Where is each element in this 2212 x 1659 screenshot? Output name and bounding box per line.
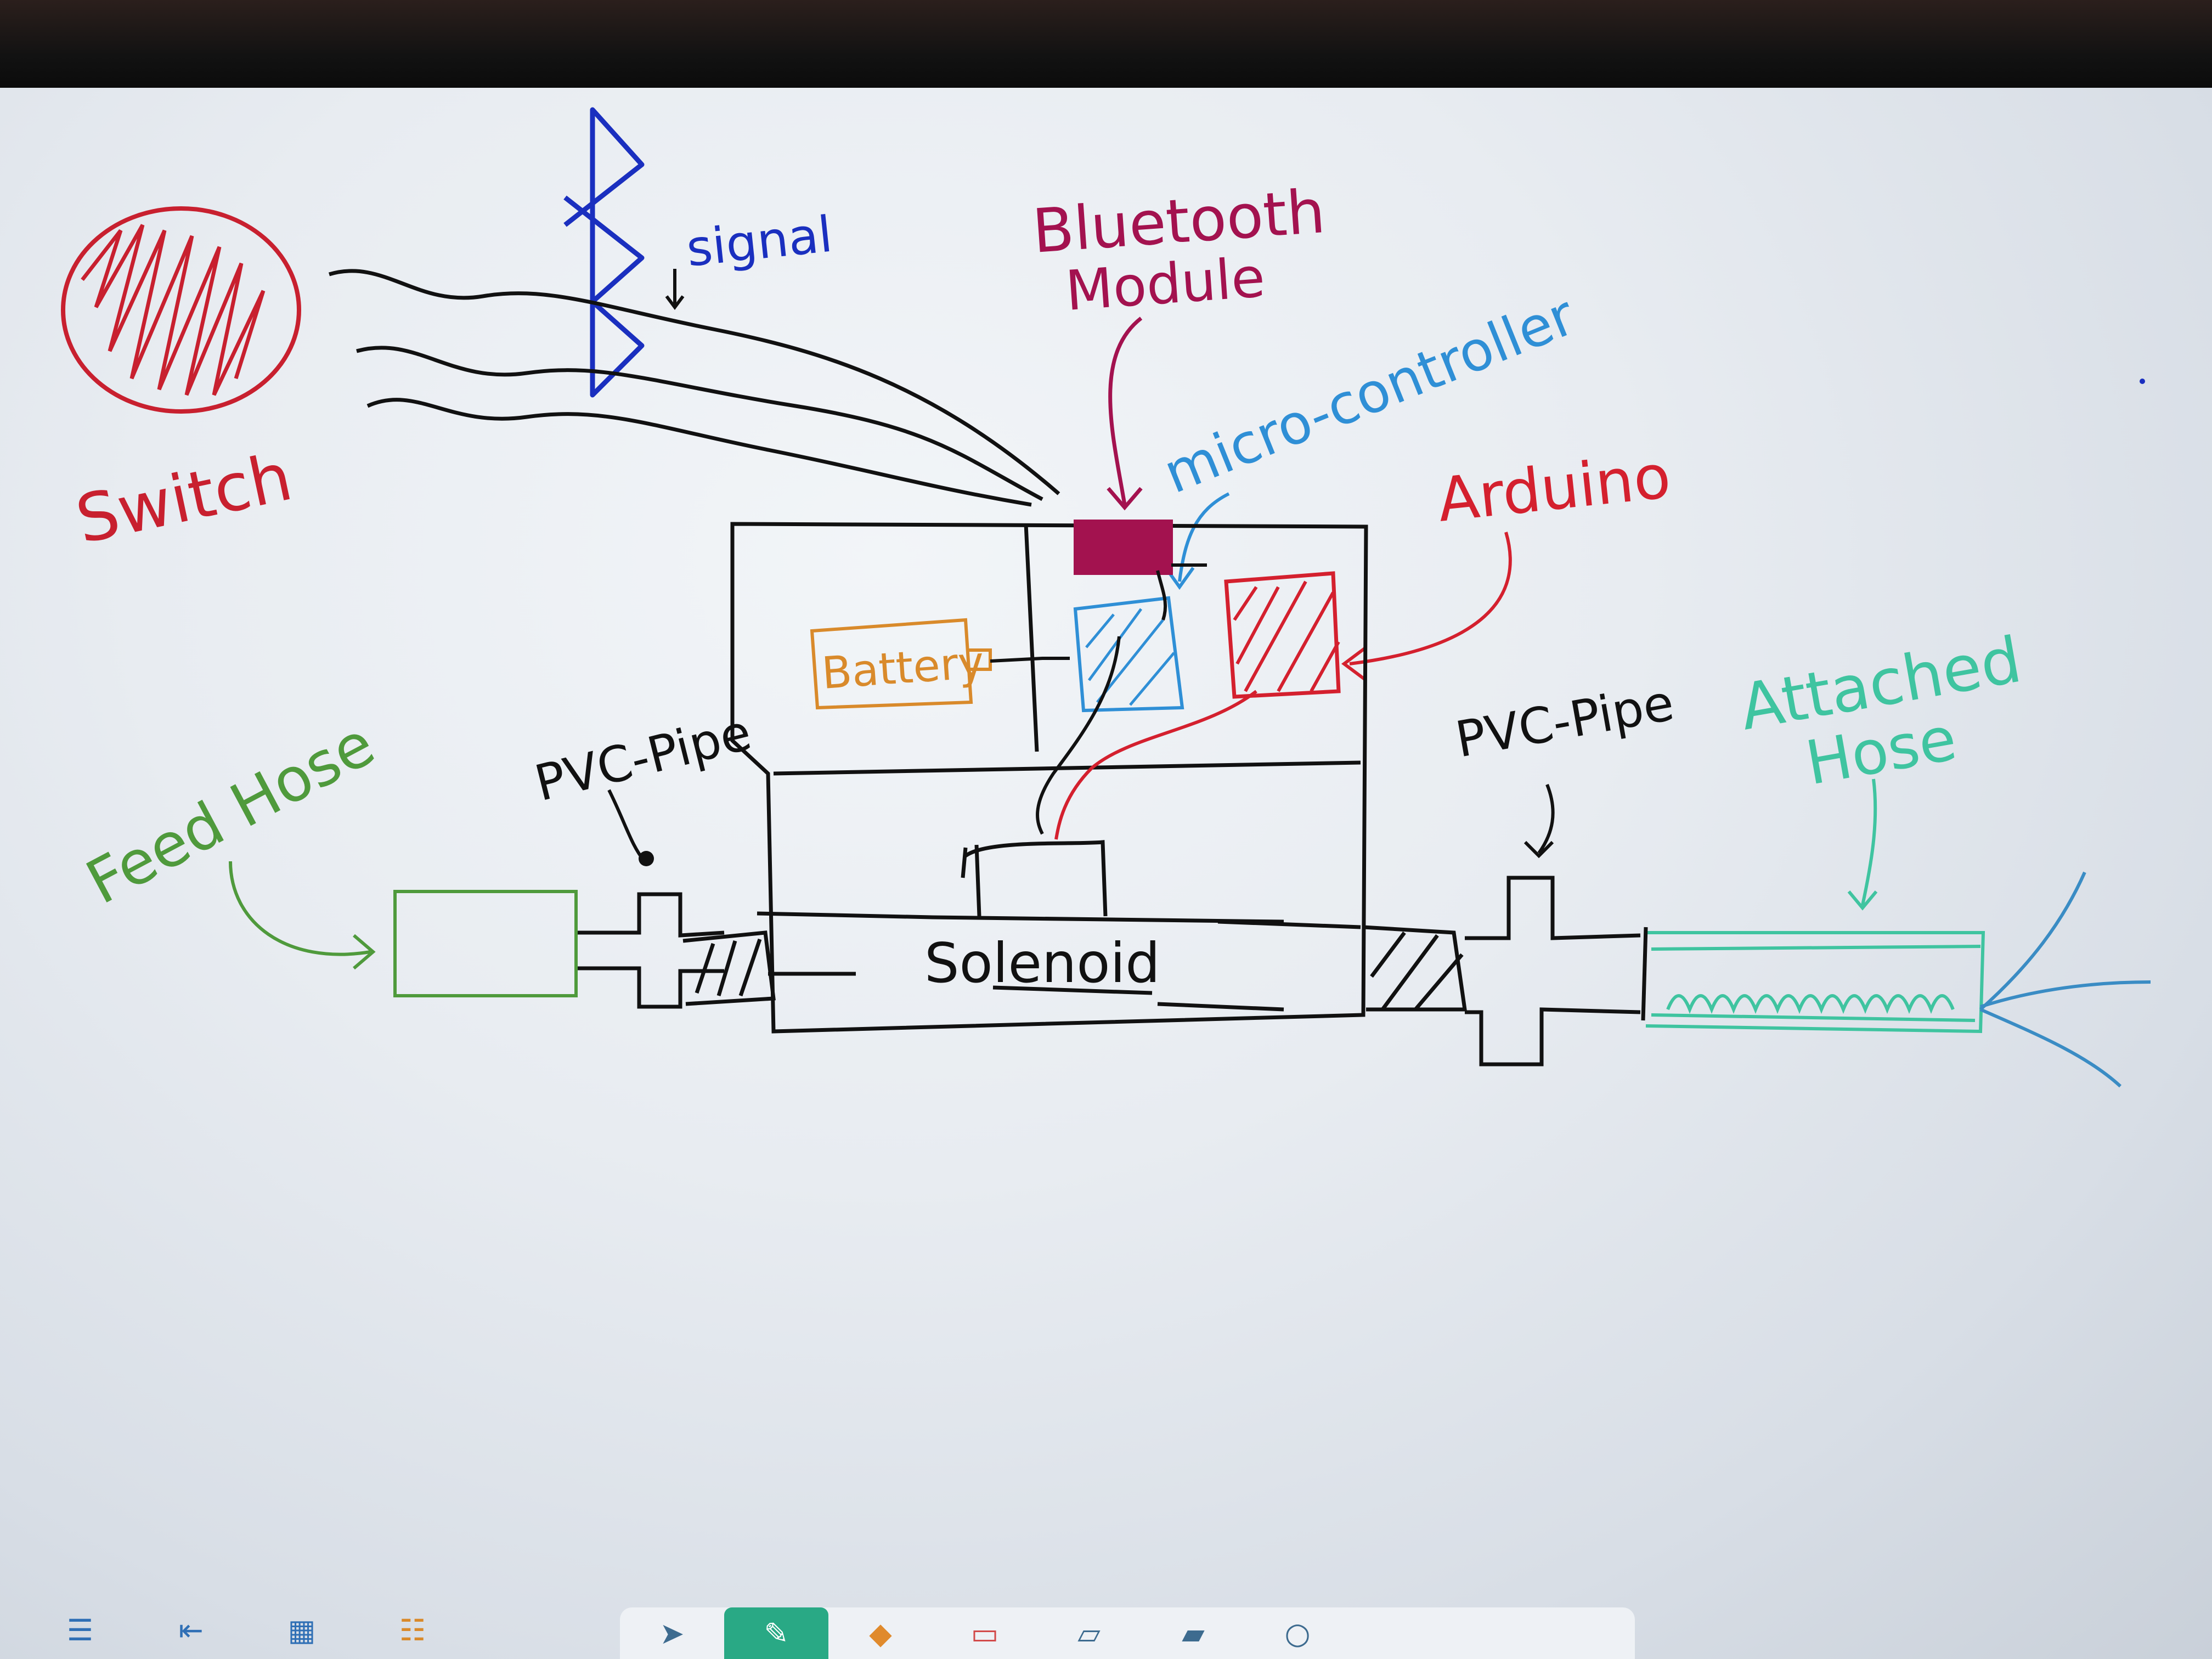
battery-label: Battery [820,637,986,699]
solenoid-label: Solenoid [924,931,1160,995]
qr-code-icon[interactable]: ▦ [287,1613,316,1647]
solenoid-block [961,840,1108,917]
sticky-tool[interactable]: ▰ [1182,1616,1205,1651]
feed-hose-arrow [229,861,376,970]
enclosure-box [730,522,1368,1034]
arduino-block [1224,571,1341,699]
arduino-label: Arduino [1434,441,1674,535]
pvc-pipe-left-label: PVC-Pipe [529,703,757,812]
water-spray [1979,871,2151,1088]
pvc-pipe-right-label: PVC-Pipe [1452,674,1678,769]
signal-label: signal [684,206,835,278]
right-pvc-connector [1363,876,1641,1066]
switch-label: Switch [70,439,298,558]
select-tool[interactable]: ➤ [659,1616,685,1651]
bluetooth-module-arrow [1107,317,1143,511]
whiteboard-canvas[interactable]: Switch signal Bluetooth Module micro-con… [0,88,2212,1659]
exit-icon[interactable]: ⇤ [178,1613,204,1647]
pvc-right-arrow [1523,783,1555,859]
left-pvc-connector [576,892,776,1009]
feed-hose-block [393,890,578,997]
drawing-layer: Switch signal Bluetooth Module micro-con… [61,107,2151,1088]
ruler-tool[interactable]: ▱ [1077,1616,1101,1651]
attached-hose-block [1641,927,1985,1034]
shape-tool[interactable]: ▭ [970,1616,999,1651]
attached-hose-arrow [1847,778,1878,911]
monitor-bezel [0,0,2212,93]
pen-tool[interactable]: ✎ [724,1607,828,1659]
micro-controller-arrow [1164,492,1230,590]
pvc-left-arrow [607,789,646,862]
left-quick-bar: ☰ ⇤ ▦ ☷ [38,1602,455,1659]
micro-controller-block [1073,596,1184,713]
feed-hose-label: Feed Hose [75,708,385,918]
eraser-tool[interactable]: ◆ [869,1616,892,1651]
signal-arrow [665,269,685,310]
stray-dot [2140,379,2145,384]
bluetooth-icon [563,107,645,398]
arduino-arrow [1341,532,1512,682]
pipe-lines [757,911,1361,1012]
list-icon[interactable]: ☷ [399,1613,426,1647]
switch-drawing [61,206,301,414]
drawing-toolbar: ➤ ✎ ◆ ▭ ▱ ▰ ○ [620,1607,1635,1659]
signal-waves [328,269,1060,507]
search-tool[interactable]: ○ [1284,1616,1311,1651]
bluetooth-module-label-line2: Module [1064,245,1267,323]
bluetooth-module-block [1074,520,1207,575]
menu-icon[interactable]: ☰ [66,1613,94,1647]
pvc-left-arrow-head [639,851,654,866]
internal-wires [990,570,1257,840]
